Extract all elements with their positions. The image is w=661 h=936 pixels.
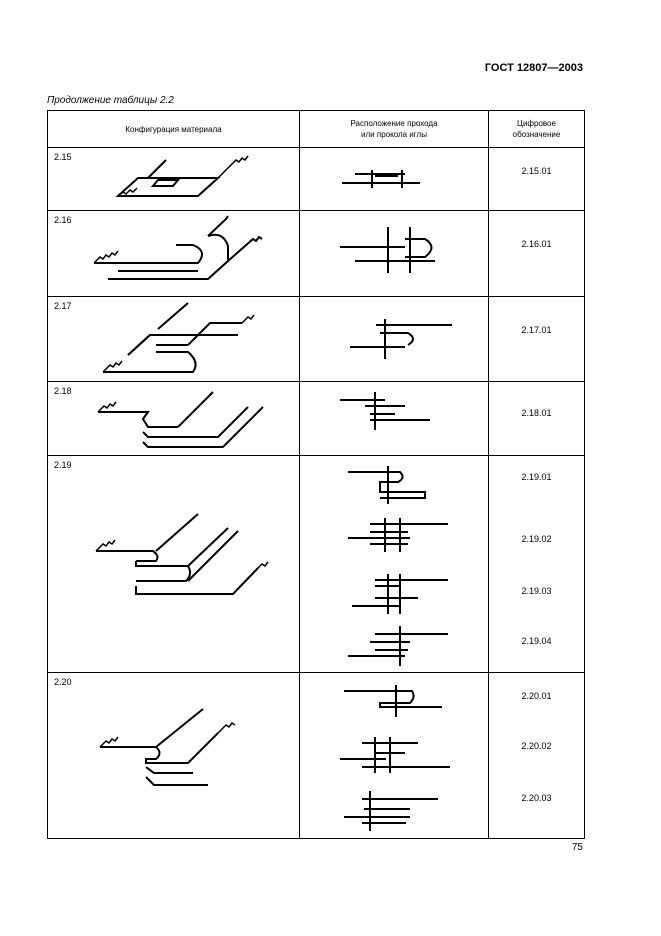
config-cell: 2.20 xyxy=(47,672,300,839)
code-value: 2.18.01 xyxy=(521,408,552,418)
material-config-diagram xyxy=(95,513,269,595)
code-value: 2.19.01 xyxy=(521,472,552,482)
needle-path-diagram xyxy=(340,392,430,430)
needle-path-diagram xyxy=(340,227,435,273)
standard-number: ГОСТ 12807—2003 xyxy=(484,62,583,74)
code-value: 2.19.03 xyxy=(521,586,552,596)
needle-path-diagram xyxy=(348,466,448,666)
row-number: 2.16 xyxy=(54,215,72,225)
code-value: 2.17.01 xyxy=(521,325,552,335)
code-value: 2.20.03 xyxy=(521,793,552,803)
code-value: 2.19.04 xyxy=(521,636,552,646)
col-header-needle: Расположение прохода или прокола иглы xyxy=(299,110,489,148)
code-value: 2.19.02 xyxy=(521,534,552,544)
needle-cell xyxy=(299,381,489,456)
code-cell: 2.16.01 xyxy=(488,210,585,297)
row-number: 2.19 xyxy=(54,460,72,470)
needle-path-diagram xyxy=(350,319,452,359)
needle-cell xyxy=(299,455,489,673)
table-row: 2.16 2.16.01 xyxy=(47,210,585,297)
config-cell: 2.15 xyxy=(47,147,300,211)
code-value: 2.20.02 xyxy=(521,741,552,751)
needle-cell xyxy=(299,210,489,297)
config-cell: 2.18 xyxy=(47,381,300,456)
row-number: 2.17 xyxy=(54,301,72,311)
material-config-diagram xyxy=(93,215,263,280)
config-cell: 2.16 xyxy=(47,210,300,297)
page-number: 75 xyxy=(571,842,583,853)
col-header-code-line2: обозначение xyxy=(512,130,561,139)
code-cell: 2.18.01 xyxy=(488,381,585,456)
needle-path-diagram xyxy=(340,685,450,831)
col-header-code: Цифровое обозначение xyxy=(488,110,585,148)
table-header-row: Конфигурация материала Расположение прох… xyxy=(47,110,585,148)
config-cell: 2.19 xyxy=(47,455,300,673)
material-config-diagram xyxy=(115,155,249,197)
table-row: 2.15 2.15.01 xyxy=(47,147,585,211)
seam-table: Конфигурация материала Расположение прох… xyxy=(47,110,585,839)
col-header-code-line1: Цифровое xyxy=(517,119,556,128)
material-config-diagram xyxy=(102,302,255,373)
needle-path-diagram xyxy=(342,170,420,188)
code-value: 2.15.01 xyxy=(521,166,552,176)
material-config-diagram xyxy=(97,391,264,448)
config-cell: 2.17 xyxy=(47,296,300,382)
code-cell: 2.19.01 2.19.02 2.19.03 2.19.04 xyxy=(488,455,585,673)
row-number: 2.18 xyxy=(54,386,72,396)
code-cell: 2.20.01 2.20.02 2.20.03 xyxy=(488,672,585,839)
col-header-needle-line1: Расположение прохода xyxy=(350,119,438,128)
table-row: 2.19 2.19.01 2.19.02 xyxy=(47,455,585,673)
needle-cell xyxy=(299,147,489,211)
col-header-needle-line2: или прокола иглы xyxy=(361,130,427,139)
needle-cell xyxy=(299,672,489,839)
code-value: 2.16.01 xyxy=(521,239,552,249)
table-row: 2.17 2.17.01 xyxy=(47,296,585,382)
code-value: 2.20.01 xyxy=(521,691,552,701)
col-header-config: Конфигурация материала xyxy=(47,110,300,148)
table-row: 2.20 2.20.01 2.20.02 2.20.03 xyxy=(47,672,585,839)
row-number: 2.20 xyxy=(54,677,72,687)
needle-cell xyxy=(299,296,489,382)
code-cell: 2.15.01 xyxy=(488,147,585,211)
code-cell: 2.17.01 xyxy=(488,296,585,382)
table-caption: Продолжение таблицы 2.2 xyxy=(47,95,174,106)
material-config-diagram xyxy=(99,708,236,786)
row-number: 2.15 xyxy=(54,152,72,162)
table-row: 2.18 2.18.01 xyxy=(47,381,585,456)
